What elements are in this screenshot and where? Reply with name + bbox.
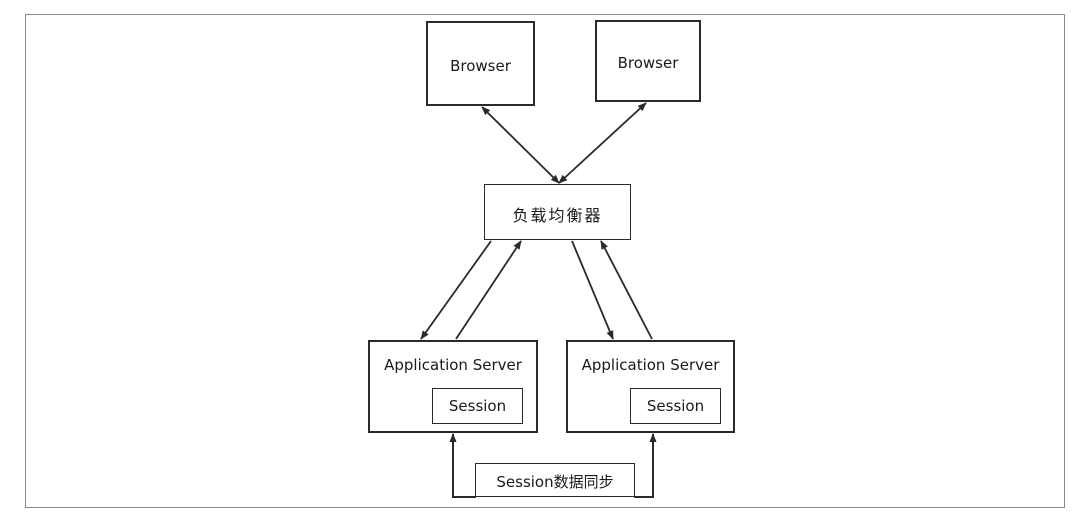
session-label: Session <box>646 397 705 415</box>
arrow-server2-to-balancer <box>600 240 653 340</box>
arrow-server1-to-balancer <box>455 240 522 340</box>
application-server-label: Application Server <box>581 356 720 374</box>
arrow-browser2-balancer <box>558 102 647 184</box>
load-balancer-node: 负载均衡器 <box>484 184 631 240</box>
application-server-node-2: Application Server Session <box>566 340 735 433</box>
arrow-balancer-to-server2 <box>571 240 614 340</box>
browser-node-1: Browser <box>426 21 535 106</box>
arrow-sync-to-server2 <box>634 433 657 498</box>
arrow-sync-to-server1 <box>449 433 476 498</box>
browser-label: Browser <box>617 54 679 72</box>
session-box: Session <box>630 388 721 424</box>
application-server-label: Application Server <box>384 356 522 374</box>
diagram-frame <box>25 14 1065 508</box>
browser-node-2: Browser <box>595 20 701 102</box>
session-sync-node: Session数据同步 <box>475 463 635 497</box>
arrow-browser1-balancer <box>481 106 560 184</box>
load-balancer-label: 负载均衡器 <box>512 206 603 225</box>
session-box: Session <box>432 388 523 424</box>
session-sync-label: Session数据同步 <box>496 473 614 491</box>
session-label: Session <box>448 397 507 415</box>
application-server-node-1: Application Server Session <box>368 340 538 433</box>
arrow-balancer-to-server1 <box>420 240 492 340</box>
browser-label: Browser <box>450 57 511 75</box>
